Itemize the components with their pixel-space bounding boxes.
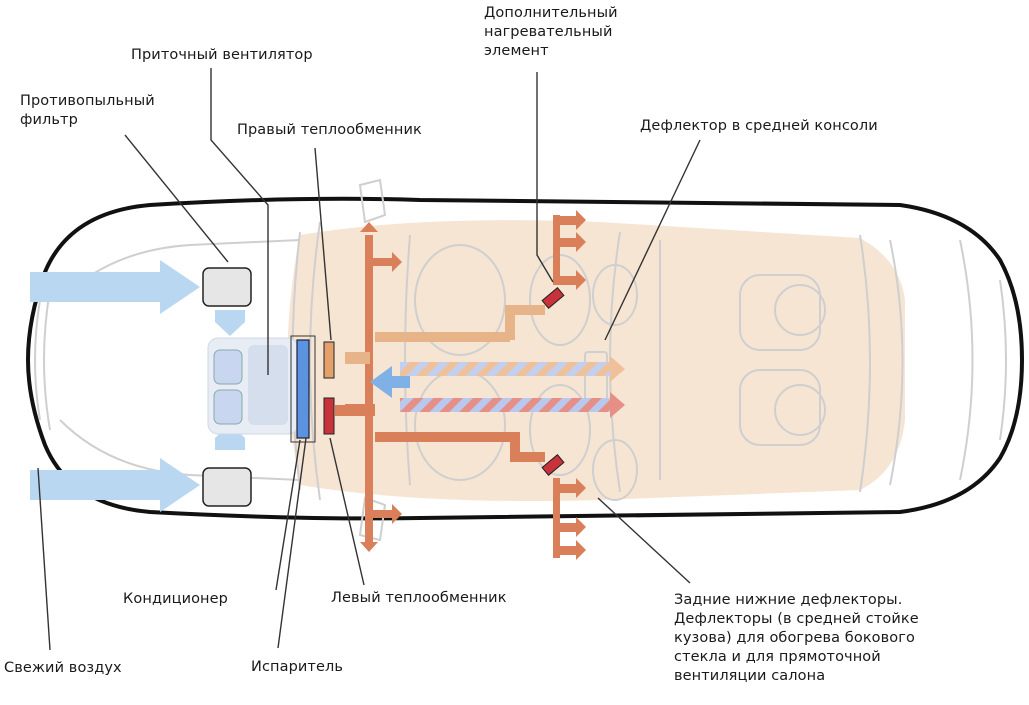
fresh-air-inlet-bottom: [202, 467, 252, 507]
aux-heater-element-top: [541, 287, 565, 309]
left-heat-exchanger-core: [323, 397, 335, 435]
cabin-warm-zone: [287, 220, 905, 501]
right-heat-exchanger-core: [323, 341, 335, 379]
label-dust-filter: Противопыльный фильтр: [20, 93, 155, 128]
label-right-heat-exchanger: Правый теплообменник: [237, 122, 422, 138]
supply-fan-housing-icon: [207, 337, 299, 435]
car-outline-icon: [25, 196, 1025, 521]
mixed-air-arrow-icon: [400, 362, 610, 376]
aux-heater-element-bottom: [541, 454, 565, 476]
evaporator-frame: [290, 335, 316, 443]
warm-air-arrow-icon: [335, 222, 586, 560]
evaporator-core: [296, 339, 310, 439]
label-rear-lower-vents: Задние нижние дефлекторы. Дефлекторы (в …: [674, 592, 919, 684]
cold-air-arrow-icon: [370, 366, 410, 398]
label-aux-heater: Дополнительный нагревательный элемент: [484, 5, 618, 59]
label-left-heat-exchanger: Левый теплообменник: [331, 590, 507, 606]
label-fresh-air: Свежий воздух: [4, 660, 122, 676]
label-air-conditioner: Кондиционер: [123, 591, 228, 607]
fresh-air-inlet-top: [202, 267, 252, 307]
warm-air-arrow-light-icon: [345, 305, 545, 364]
front-vent-arrows-icon: [553, 210, 586, 290]
label-supply-fan: Приточный вентилятор: [131, 47, 313, 63]
mixed-air-arrow-icon-2: [400, 398, 610, 412]
label-evaporator: Испаритель: [251, 659, 343, 675]
leader-lines: [37, 68, 701, 651]
label-center-console-vent: Дефлектор в средней консоли: [640, 118, 878, 134]
